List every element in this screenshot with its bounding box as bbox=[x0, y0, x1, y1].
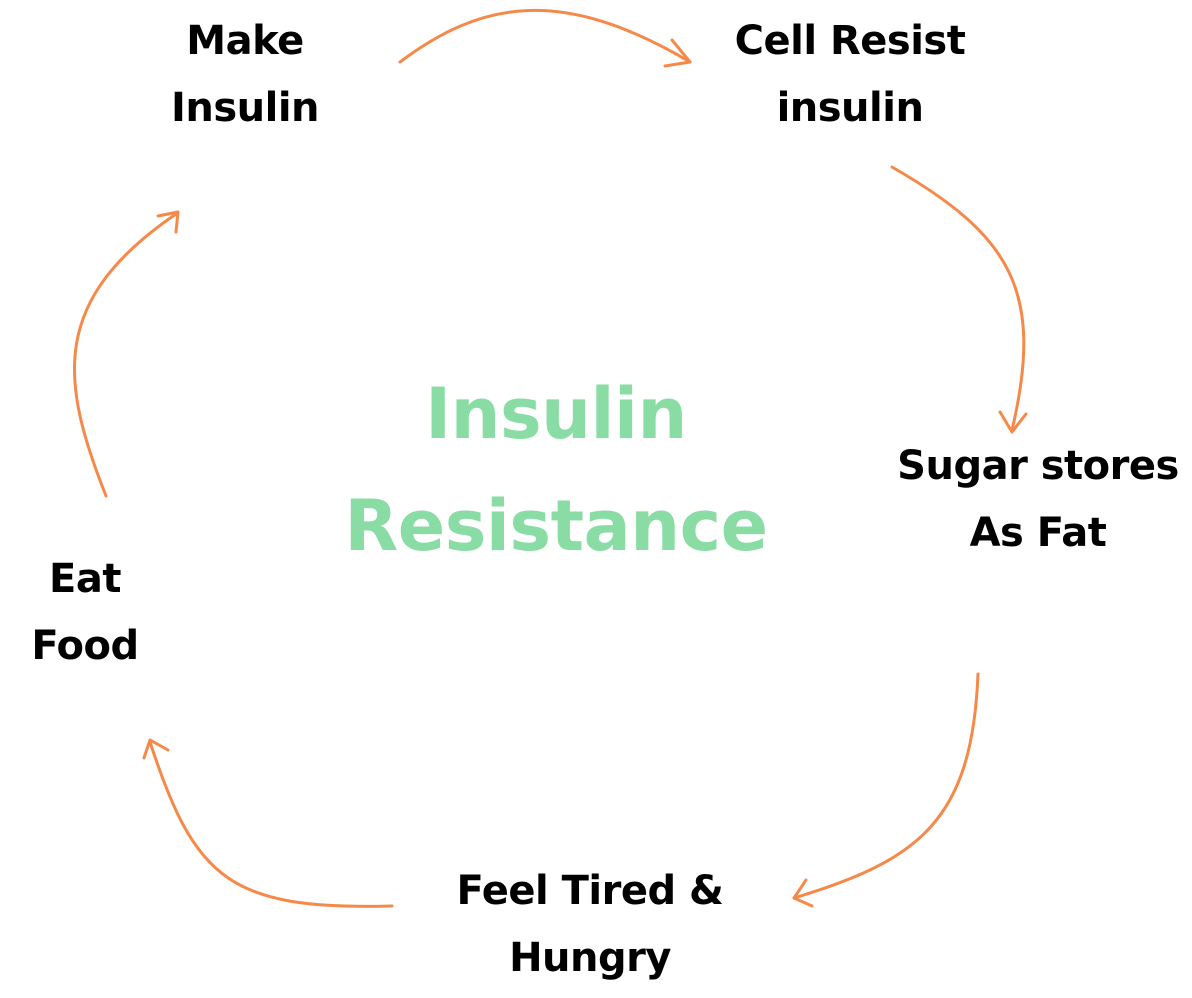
arrow-make-to-cell-curve bbox=[398, 8, 692, 64]
arrow-tired-to-eat-curve bbox=[148, 740, 394, 908]
node-make-insulin: Make Insulin bbox=[145, 8, 345, 142]
center-title-line-2: Resistance bbox=[344, 485, 768, 567]
arrow-cell-to-sugar bbox=[890, 165, 1028, 434]
center-title-line-1: Insulin bbox=[425, 373, 687, 455]
node-feel-tired-line-2: Hungry bbox=[509, 935, 671, 981]
arrow-make-to-cell-head bbox=[663, 38, 692, 68]
arrow-eat-to-make-curve bbox=[73, 212, 178, 498]
node-eat-food-line-1: Eat bbox=[49, 556, 121, 602]
arrow-cell-to-sugar-head bbox=[998, 410, 1028, 434]
node-eat-food: Eat Food bbox=[0, 546, 170, 680]
node-cell-resist-line-2: insulin bbox=[776, 85, 924, 131]
arrow-tired-to-eat bbox=[142, 738, 394, 908]
node-feel-tired-hungry: Feel Tired & Hungry bbox=[430, 858, 750, 992]
node-sugar-stores-line-2: As Fat bbox=[969, 510, 1107, 556]
center-title: Insulin Resistance bbox=[296, 358, 816, 582]
node-cell-resist-line-1: Cell Resist bbox=[734, 18, 966, 64]
arrow-cell-to-sugar-curve bbox=[890, 165, 1026, 432]
node-make-insulin-line-1: Make bbox=[186, 18, 304, 64]
node-make-insulin-line-2: Insulin bbox=[170, 85, 320, 131]
arrow-eat-to-make bbox=[73, 210, 180, 498]
arrow-eat-to-make-head bbox=[156, 210, 180, 234]
node-sugar-stores-line-1: Sugar stores bbox=[897, 443, 1179, 489]
node-feel-tired-line-1: Feel Tired & bbox=[456, 868, 724, 914]
arrow-tired-to-eat-head bbox=[142, 738, 170, 760]
node-sugar-stores-as-fat: Sugar stores As Fat bbox=[888, 433, 1188, 567]
node-cell-resist-insulin: Cell Resist insulin bbox=[700, 8, 1000, 142]
arrow-sugar-to-tired-curve bbox=[792, 672, 980, 900]
arrow-sugar-to-tired-head bbox=[792, 878, 814, 908]
arrow-make-to-cell bbox=[398, 8, 692, 68]
arrow-sugar-to-tired bbox=[792, 672, 980, 908]
node-eat-food-line-2: Food bbox=[31, 623, 139, 669]
